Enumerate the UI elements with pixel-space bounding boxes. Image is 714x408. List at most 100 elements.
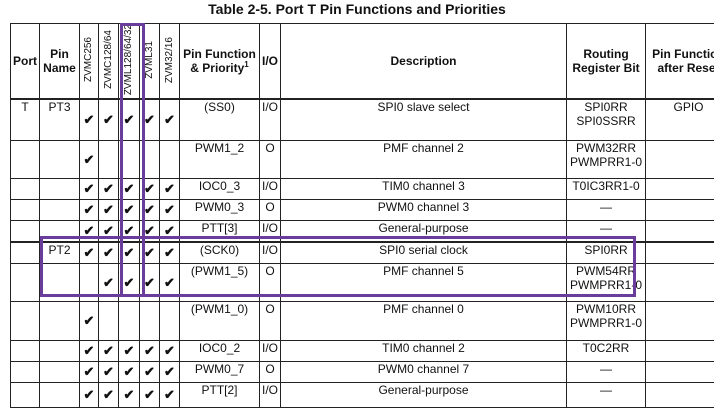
cell-device-support: ✔ — [99, 263, 119, 301]
cell-device-support — [119, 140, 140, 178]
cell-pin-name: PT3 — [40, 99, 80, 140]
check-mark-icon: ✔ — [144, 275, 155, 290]
cell-io: O — [260, 140, 281, 178]
cell-description: General-purpose — [281, 382, 567, 407]
cell-io: I/O — [260, 179, 281, 200]
cell-routing: — — [567, 382, 646, 407]
cell-port: T — [11, 99, 40, 140]
cell-device-support: ✔ — [80, 302, 99, 340]
cell-device-support: ✔ — [160, 242, 180, 263]
cell-pin-name — [40, 382, 80, 407]
cell-device-support — [160, 140, 180, 178]
cell-pin-function: (PWM1_5) — [180, 263, 260, 301]
cell-device-support: ✔ — [99, 200, 119, 221]
check-mark-icon: ✔ — [84, 245, 95, 260]
cell-io: O — [260, 361, 281, 382]
cell-device-support: ✔ — [119, 340, 140, 361]
cell-device-support: ✔ — [99, 179, 119, 200]
routing-bit: T0IC3RR1-0 — [569, 179, 643, 193]
cell-pin-name — [40, 179, 80, 200]
check-mark-icon: ✔ — [84, 223, 95, 238]
cell-device-support: ✔ — [160, 263, 180, 301]
cell-pin-name — [40, 221, 80, 242]
cell-device-support: ✔ — [80, 179, 99, 200]
cell-description: TIM0 channel 3 — [281, 179, 567, 200]
check-mark-icon: ✔ — [124, 387, 135, 402]
cell-pin-function: IOC0_2 — [180, 340, 260, 361]
cell-device-support: ✔ — [80, 382, 99, 407]
cell-io: I/O — [260, 340, 281, 361]
check-mark-icon: ✔ — [144, 223, 155, 238]
cell-routing: T0C2RR — [567, 340, 646, 361]
check-mark-icon: ✔ — [164, 343, 175, 358]
check-mark-icon: ✔ — [84, 112, 95, 127]
cell-pin-name — [40, 200, 80, 221]
cell-device-support — [160, 302, 180, 340]
check-mark-icon: ✔ — [124, 343, 135, 358]
cell-device-support: ✔ — [99, 361, 119, 382]
cell-pin-function: (PWM1_0) — [180, 302, 260, 340]
cell-after-reset — [646, 200, 714, 221]
cell-io: O — [260, 263, 281, 301]
cell-device-support — [119, 302, 140, 340]
check-mark-icon: ✔ — [144, 202, 155, 217]
routing-bit: PWM54RR — [569, 264, 643, 278]
cell-device-support: ✔ — [140, 221, 160, 242]
cell-device-support: ✔ — [119, 263, 140, 301]
cell-port — [11, 382, 40, 407]
cell-device-support — [80, 263, 99, 301]
cell-pin-name — [40, 340, 80, 361]
col-header-io: I/O — [260, 24, 281, 100]
cell-after-reset: GPIO — [646, 99, 714, 140]
cell-device-support: ✔ — [140, 263, 160, 301]
cell-port — [11, 221, 40, 242]
cell-description: General-purpose — [281, 221, 567, 242]
col-header-pin-name: Pin Name — [40, 24, 80, 100]
col-header-routing: Routing Register Bit — [567, 24, 646, 100]
check-mark-icon: ✔ — [103, 275, 114, 290]
cell-routing: — — [567, 361, 646, 382]
cell-routing: SPI0RR — [567, 242, 646, 263]
check-mark-icon: ✔ — [124, 275, 135, 290]
header-row: Port Pin Name ZVMC256 ZVMC128/64 ZVML128… — [11, 24, 714, 100]
cell-routing: — — [567, 200, 646, 221]
check-mark-icon: ✔ — [84, 364, 95, 379]
cell-after-reset — [646, 263, 714, 301]
check-mark-icon: ✔ — [124, 202, 135, 217]
check-mark-icon: ✔ — [103, 223, 114, 238]
check-mark-icon: ✔ — [124, 112, 135, 127]
routing-bit-secondary: PWMPRR1-0 — [569, 278, 643, 292]
routing-bit: SPI0RR — [569, 100, 643, 114]
routing-bit: PWM10RR — [569, 302, 643, 316]
cell-io: I/O — [260, 242, 281, 263]
cell-device-support: ✔ — [119, 361, 140, 382]
routing-bit: — — [569, 362, 643, 376]
cell-after-reset — [646, 382, 714, 407]
cell-io: I/O — [260, 99, 281, 140]
cell-device-support: ✔ — [160, 200, 180, 221]
cell-device-support: ✔ — [140, 382, 160, 407]
routing-bit-secondary: SPI0SSRR — [569, 114, 643, 128]
check-mark-icon: ✔ — [103, 387, 114, 402]
routing-bit-secondary: PWMPRR1-0 — [569, 316, 643, 330]
cell-io: O — [260, 302, 281, 340]
col-header-zvmc128-64: ZVMC128/64 — [99, 24, 119, 100]
check-mark-icon: ✔ — [103, 112, 114, 127]
cell-device-support: ✔ — [119, 242, 140, 263]
cell-device-support: ✔ — [99, 242, 119, 263]
cell-description: PWM0 channel 7 — [281, 361, 567, 382]
cell-device-support — [140, 302, 160, 340]
cell-device-support: ✔ — [160, 340, 180, 361]
check-mark-icon: ✔ — [164, 245, 175, 260]
check-mark-icon: ✔ — [103, 343, 114, 358]
cell-port — [11, 200, 40, 221]
check-mark-icon: ✔ — [144, 181, 155, 196]
cell-pin-name: PT2 — [40, 242, 80, 263]
cell-pin-name — [40, 140, 80, 178]
cell-device-support — [140, 140, 160, 178]
cell-device-support: ✔ — [99, 340, 119, 361]
cell-io: I/O — [260, 382, 281, 407]
